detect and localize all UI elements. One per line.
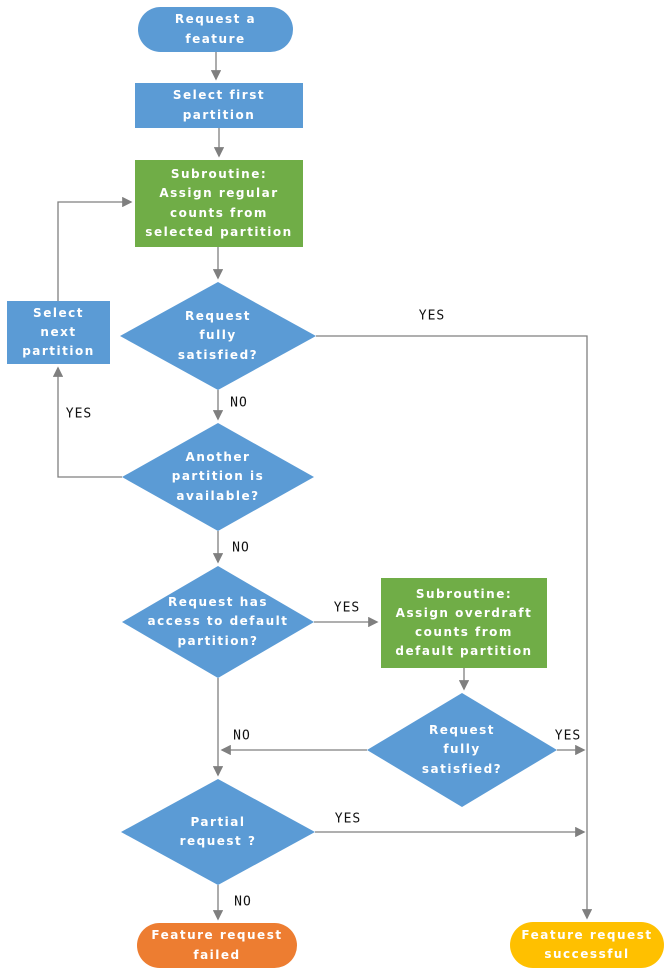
node-decision-request-satisfied-1-label: Request fully satisfied? [177, 309, 259, 362]
node-start-label: Request a feature [174, 12, 257, 46]
node-decision-request-satisfied-2-label: Request fully satisfied? [421, 723, 503, 776]
label-d3-yes: YES [333, 600, 361, 616]
node-end-failed-label: Feature request failed [151, 928, 283, 962]
label-d2-yes: YES [65, 406, 93, 422]
label-d5-yes: YES [334, 811, 362, 827]
node-end-success-label: Feature request successful [521, 927, 653, 961]
node-decision-another-partition-label: Another partition is available? [171, 450, 265, 503]
node-decision-default-access-label: Request has access to default partition? [147, 595, 289, 648]
node-select-first-partition: Select first partition [135, 83, 303, 128]
label-d2-no: NO [232, 540, 250, 556]
node-subroutine-regular-counts-label: Subroutine: Assign regular counts from s… [145, 167, 293, 239]
node-select-next-partition: Select next partition [7, 301, 110, 364]
node-select-first-partition-label: Select first partition [172, 88, 266, 122]
label-d5-no: NO [234, 894, 252, 910]
node-decision-partial-request-label: Partial request ? [179, 814, 257, 848]
label-d4-no: NO [233, 728, 251, 744]
node-subroutine-regular-counts: Subroutine: Assign regular counts from s… [135, 160, 303, 247]
node-select-next-partition-label: Select next partition [22, 305, 95, 359]
node-subroutine-overdraft-counts: Subroutine: Assign overdraft counts from… [381, 578, 547, 668]
label-d1-yes: YES [418, 308, 446, 324]
node-subroutine-overdraft-counts-label: Subroutine: Assign overdraft counts from… [395, 586, 533, 659]
edge-d1-yes-to-success [316, 335, 593, 920]
edge-select-next-to-sub-regular [57, 196, 133, 301]
label-d1-no: NO [230, 395, 248, 411]
label-d4-yes: YES [554, 728, 582, 744]
node-end-failed: Feature request failed [137, 923, 297, 968]
edge-d2-yes-to-select-next [52, 366, 122, 478]
node-end-success: Feature request successful [510, 922, 664, 968]
node-start: Request a feature [138, 7, 293, 52]
